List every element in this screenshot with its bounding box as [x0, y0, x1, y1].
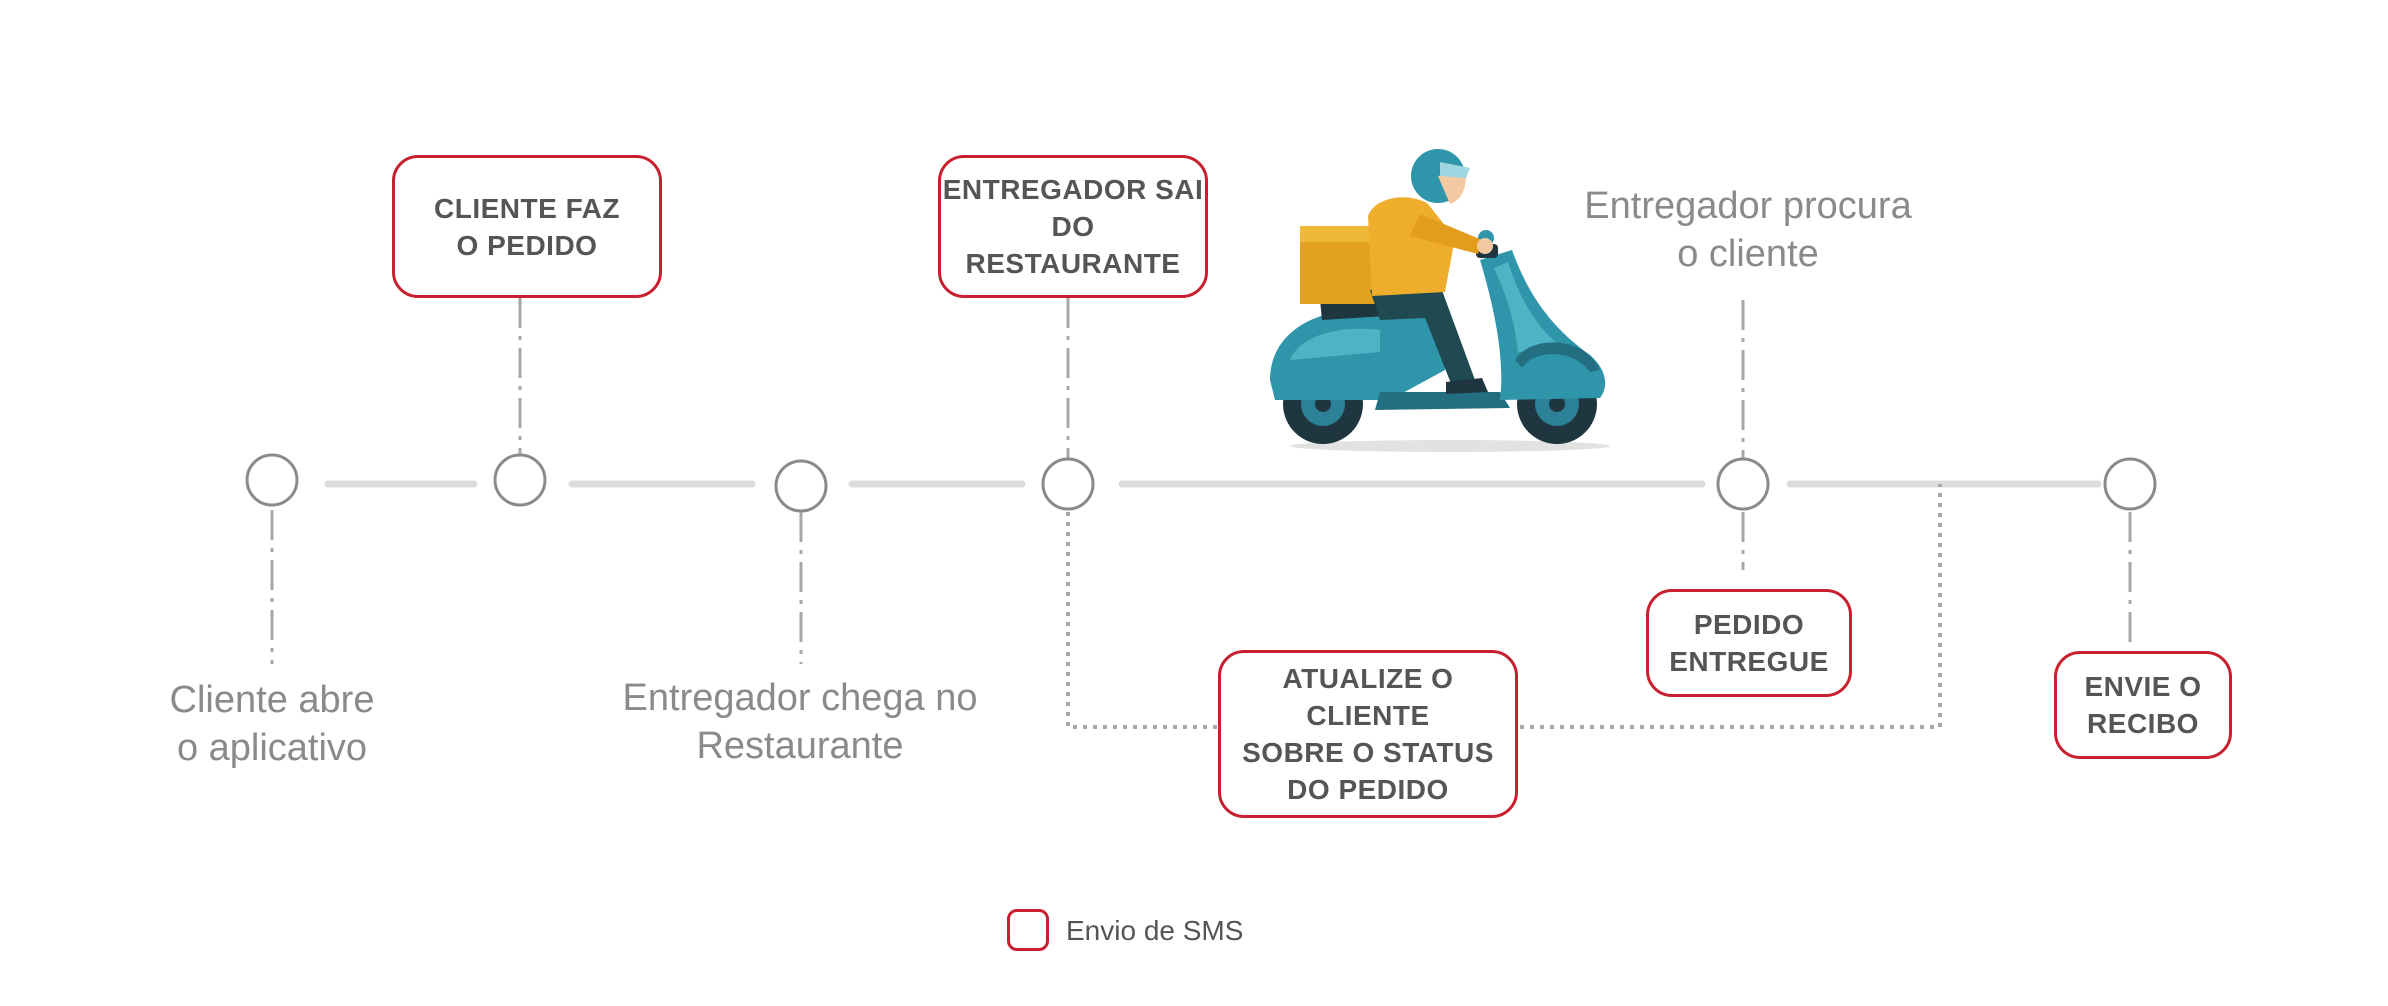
- step-label-entregador-procura: Entregador procura o cliente: [1584, 185, 1912, 275]
- step-label-entregador-chega: Entregador chega no Restaurante: [622, 677, 978, 767]
- timeline-node: [2103, 457, 2157, 511]
- timeline-node: [493, 453, 547, 507]
- delivery-scooter-rider-icon: [1270, 149, 1610, 452]
- timeline-nodes: [245, 453, 2157, 513]
- legend-sms-swatch: [1007, 909, 1049, 951]
- timeline-node: [1041, 457, 1095, 511]
- sms-box-entregador-sai: ENTREGADOR SAI DO RESTAURANTE: [938, 155, 1208, 298]
- timeline-node: [774, 459, 828, 513]
- timeline-node: [245, 453, 299, 507]
- legend-label: Envio de SMS: [1066, 915, 1244, 946]
- sms-box-cliente-faz-pedido: CLIENTE FAZ O PEDIDO: [392, 155, 662, 298]
- timeline-node: [1716, 457, 1770, 511]
- step-label-cliente-abre: Cliente abre o aplicativo: [169, 679, 375, 769]
- status-update-path: [1066, 484, 1942, 729]
- sms-box-envie-recibo: ENVIE O RECIBO: [2054, 651, 2232, 759]
- sms-box-pedido-entregue: PEDIDO ENTREGUE: [1646, 589, 1852, 697]
- connector-lines: [270, 298, 2132, 664]
- sms-box-atualize-status: ATUALIZE O CLIENTE SOBRE O STATUS DO PED…: [1218, 650, 1518, 818]
